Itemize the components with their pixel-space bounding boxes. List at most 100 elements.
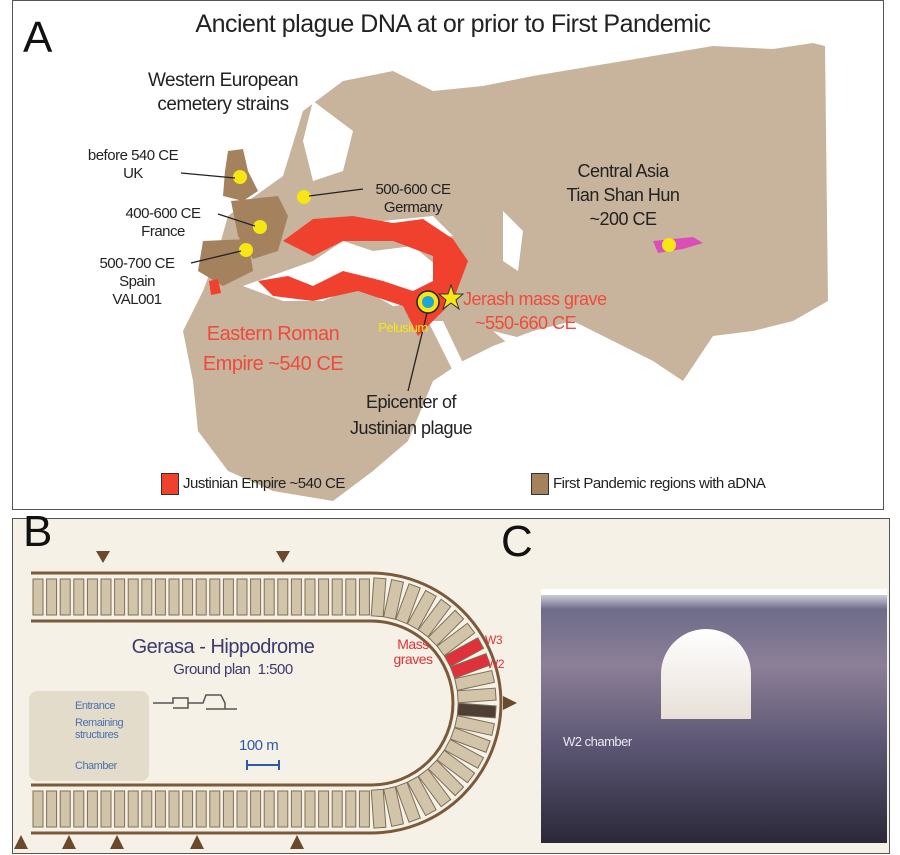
outer-wall: [31, 571, 503, 835]
chamber: [436, 622, 476, 657]
chamber: [141, 790, 153, 828]
chamber: [277, 790, 289, 828]
chamber: [331, 578, 343, 616]
chamber: [427, 609, 465, 647]
site-uk: [233, 170, 247, 184]
chamber: [236, 790, 248, 828]
chamber: [73, 578, 85, 616]
chamber: [395, 583, 421, 625]
chamber: [417, 598, 452, 638]
chamber: [182, 790, 194, 828]
chamber: [454, 715, 496, 737]
chamber: [318, 790, 330, 828]
hippodrome-subtitle: Ground plan 1:500: [173, 661, 293, 678]
chamber: [370, 788, 387, 829]
chamber: [195, 578, 207, 616]
epicenter-label: Epicenter of: [365, 392, 457, 412]
chamber: [456, 687, 497, 704]
entrance-arrow-icon: [503, 696, 517, 710]
jerash-label: Jerash mass grave: [463, 289, 607, 309]
mass-grave-chamber: [449, 653, 491, 679]
chamber: [417, 768, 452, 808]
entrance-arrow-icon: [290, 835, 304, 849]
tian-shan-date: ~200 CE: [589, 209, 657, 229]
site-germany-name: Germany: [383, 199, 443, 216]
legend-empire-label: Justinian Empire ~540 CE: [183, 475, 345, 492]
site-france: [253, 220, 267, 234]
w2-label: W2: [487, 657, 505, 671]
chamber: [46, 790, 58, 828]
chamber: [168, 578, 180, 616]
chamber: [73, 790, 85, 828]
central-asia-label: Central Asia: [577, 161, 669, 181]
chamber: [209, 790, 221, 828]
site-uk-date: before 540 CE: [87, 147, 179, 164]
map-title: Ancient plague DNA at or prior to First …: [195, 10, 711, 38]
site-spain: [239, 243, 253, 257]
site-spain-date: 500-700 CE: [99, 255, 175, 272]
chamber: [449, 727, 491, 753]
chamber: [168, 790, 180, 828]
legend-remaining-2: structures: [75, 729, 119, 741]
chamber: [114, 790, 126, 828]
chamber: [154, 790, 166, 828]
panel-b-letter: B: [23, 507, 52, 556]
legend-entrance: Entrance: [75, 700, 116, 712]
photo-sky: [541, 589, 887, 595]
chamber: [395, 781, 421, 823]
mass-grave-chamber: [443, 637, 485, 668]
panel-c-letter: C: [501, 517, 533, 566]
chamber: [406, 775, 437, 817]
legend-swatch-empire: [161, 473, 179, 495]
plan-legend: Entrance Remaining structures Chamber: [29, 691, 149, 781]
chamber: [331, 790, 343, 828]
chamber: [250, 578, 262, 616]
tian-shan-label: Tian Shan Hun: [566, 185, 680, 205]
site-markers: [233, 170, 676, 257]
justinian-empire: [258, 216, 468, 336]
chamber: [406, 589, 437, 631]
scale-label: 100 m: [239, 737, 279, 754]
chamber: [277, 578, 289, 616]
chamber: [127, 578, 139, 616]
legend-pandemic-label: First Pandemic regions with aDNA: [553, 475, 766, 492]
chamber: [383, 578, 405, 620]
entrance-arrow-icon: [96, 551, 110, 563]
chamber: [427, 759, 465, 797]
site-tian-shan: [662, 238, 676, 252]
seas: [243, 101, 533, 431]
site-france-name: France: [141, 223, 185, 240]
site-spain-id: VAL001: [112, 291, 162, 308]
chamber: [86, 790, 98, 828]
chamber: [100, 790, 112, 828]
panel-a-map: A Ancient plague DNA at or prior to Firs…: [12, 0, 884, 510]
legend-swatch-pandemic: [531, 473, 549, 495]
chamber: [263, 578, 275, 616]
chamber: [443, 738, 485, 769]
site-uk-name: UK: [123, 165, 143, 182]
western-label-2: cemetery strains: [157, 94, 289, 115]
chamber: [436, 749, 476, 784]
chamber: [141, 578, 153, 616]
pelusium-label: Pelusium: [378, 320, 428, 335]
site-spain-name: Spain: [119, 273, 155, 290]
entrance-arrow-icon: [62, 835, 76, 849]
chamber: [236, 578, 248, 616]
arch-opening: [661, 629, 751, 719]
chamber: [59, 790, 71, 828]
w2-chamber-photo: W2 chamber: [541, 589, 887, 843]
chamber: [358, 790, 370, 828]
chamber: [127, 790, 139, 828]
chamber: [195, 790, 207, 828]
western-label: Western European: [147, 70, 299, 91]
chamber: [46, 578, 58, 616]
chamber: [290, 578, 302, 616]
eastern-roman-label: Eastern Roman: [206, 323, 340, 345]
chamber: [114, 578, 126, 616]
chamber: [250, 790, 262, 828]
panel-b-hippodrome: B C Gerasa - Hippodrome Ground plan 1:50…: [12, 507, 890, 854]
legend-remaining: Remaining: [75, 717, 124, 729]
chamber: [100, 578, 112, 616]
chamber: [32, 790, 44, 828]
epicenter-label-2: Justinian plague: [349, 418, 473, 438]
